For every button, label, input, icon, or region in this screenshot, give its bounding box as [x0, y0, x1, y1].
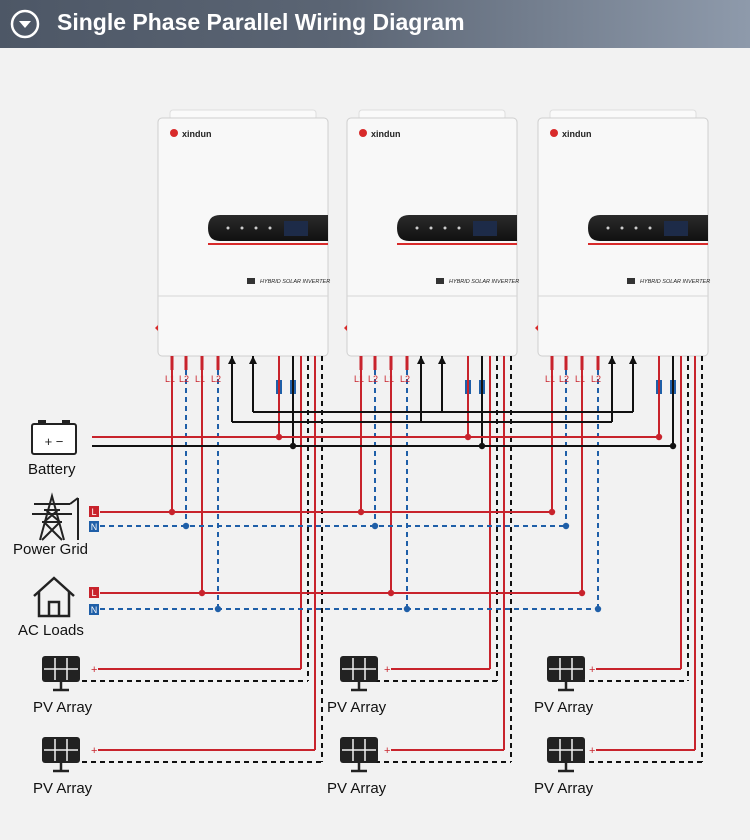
terminal-l1-label: L1	[165, 374, 175, 384]
terminal-badge-label: L	[91, 507, 96, 517]
terminal-l2-label: L2	[211, 374, 221, 384]
wires	[82, 356, 703, 763]
solar-panel-icon	[42, 737, 80, 773]
pv-plus-label: +	[384, 664, 390, 676]
terminal-l2-label: L2	[368, 374, 378, 384]
svg-text:HYBRID SOLAR INVERTER: HYBRID SOLAR INVERTER	[449, 279, 519, 285]
terminal-badge-label: N	[91, 605, 98, 615]
pv-plus-label: +	[91, 745, 97, 757]
arrow-up-icon	[629, 356, 637, 364]
battery-icon: + −	[31, 420, 77, 455]
terminal-l2-label: L2	[559, 374, 569, 384]
arrow-up-icon	[417, 356, 425, 364]
arrow-up-icon	[249, 356, 257, 364]
arrow-up-icon	[228, 356, 236, 364]
solar-panel-icon	[42, 656, 80, 692]
ac-loads-label: AC Loads	[18, 622, 84, 639]
terminal-l1-label: L1	[545, 374, 555, 384]
terminal-l1-label: L1	[575, 374, 585, 384]
power-grid-label: Power Grid	[13, 541, 89, 558]
pv-array-label: PV Array	[33, 780, 93, 797]
svg-text:HYBRID SOLAR INVERTER: HYBRID SOLAR INVERTER	[260, 279, 330, 285]
solar-panel-icon	[340, 656, 378, 692]
header-banner: Single Phase Parallel Wiring Diagram	[0, 0, 750, 48]
inverter-2: xindun HYBRID SOLAR INVERTER	[344, 109, 519, 357]
page-title: Single Phase Parallel Wiring Diagram	[57, 9, 465, 35]
terminal-l1-label: L1	[354, 374, 364, 384]
terminal-l2-label: L2	[400, 374, 410, 384]
pv-array-label: PV Array	[33, 699, 93, 716]
pv-plus-label: +	[589, 664, 595, 676]
junction-dot	[562, 522, 570, 530]
arrow-up-icon	[608, 356, 616, 364]
pv-plus-label: +	[91, 664, 97, 676]
svg-text:xindun: xindun	[371, 129, 401, 139]
terminal-badge	[89, 604, 99, 615]
terminal-badge-label: L	[91, 588, 96, 598]
terminal-badge-label: N	[91, 522, 98, 532]
pv-array-label: PV Array	[534, 780, 594, 797]
battery-label: Battery	[28, 461, 76, 478]
terminal-badge	[89, 521, 99, 532]
terminal-l2-label: L2	[179, 374, 189, 384]
inverter-1: xindun HYBRID SOLAR INVERTER	[155, 109, 330, 357]
pv-array-label: PV Array	[534, 699, 594, 716]
svg-text:HYBRID SOLAR INVERTER: HYBRID SOLAR INVERTER	[640, 279, 710, 285]
terminal-badge	[89, 587, 99, 598]
solar-panel-icon	[340, 737, 378, 773]
terminal-l1-label: L1	[384, 374, 394, 384]
svg-text:xindun: xindun	[182, 129, 212, 139]
pv-plus-label: +	[589, 745, 595, 757]
chevron-down-circle-icon	[10, 9, 40, 39]
arrow-up-icon	[438, 356, 446, 364]
svg-text:+ −: + −	[45, 434, 64, 449]
pv-array-label: PV Array	[327, 780, 387, 797]
terminal-badge	[89, 506, 99, 517]
power-tower-icon	[32, 492, 79, 541]
house-icon	[33, 576, 75, 618]
pv-array-label: PV Array	[327, 699, 387, 716]
inverter-3: xindun HYBRID SOLAR INVERTER	[535, 109, 710, 357]
terminal-l2-label: L2	[591, 374, 601, 384]
svg-text:xindun: xindun	[562, 129, 592, 139]
pv-plus-label: +	[384, 745, 390, 757]
terminal-l1-label: L1	[195, 374, 205, 384]
solar-panel-icon	[547, 656, 585, 692]
solar-panel-icon	[547, 737, 585, 773]
